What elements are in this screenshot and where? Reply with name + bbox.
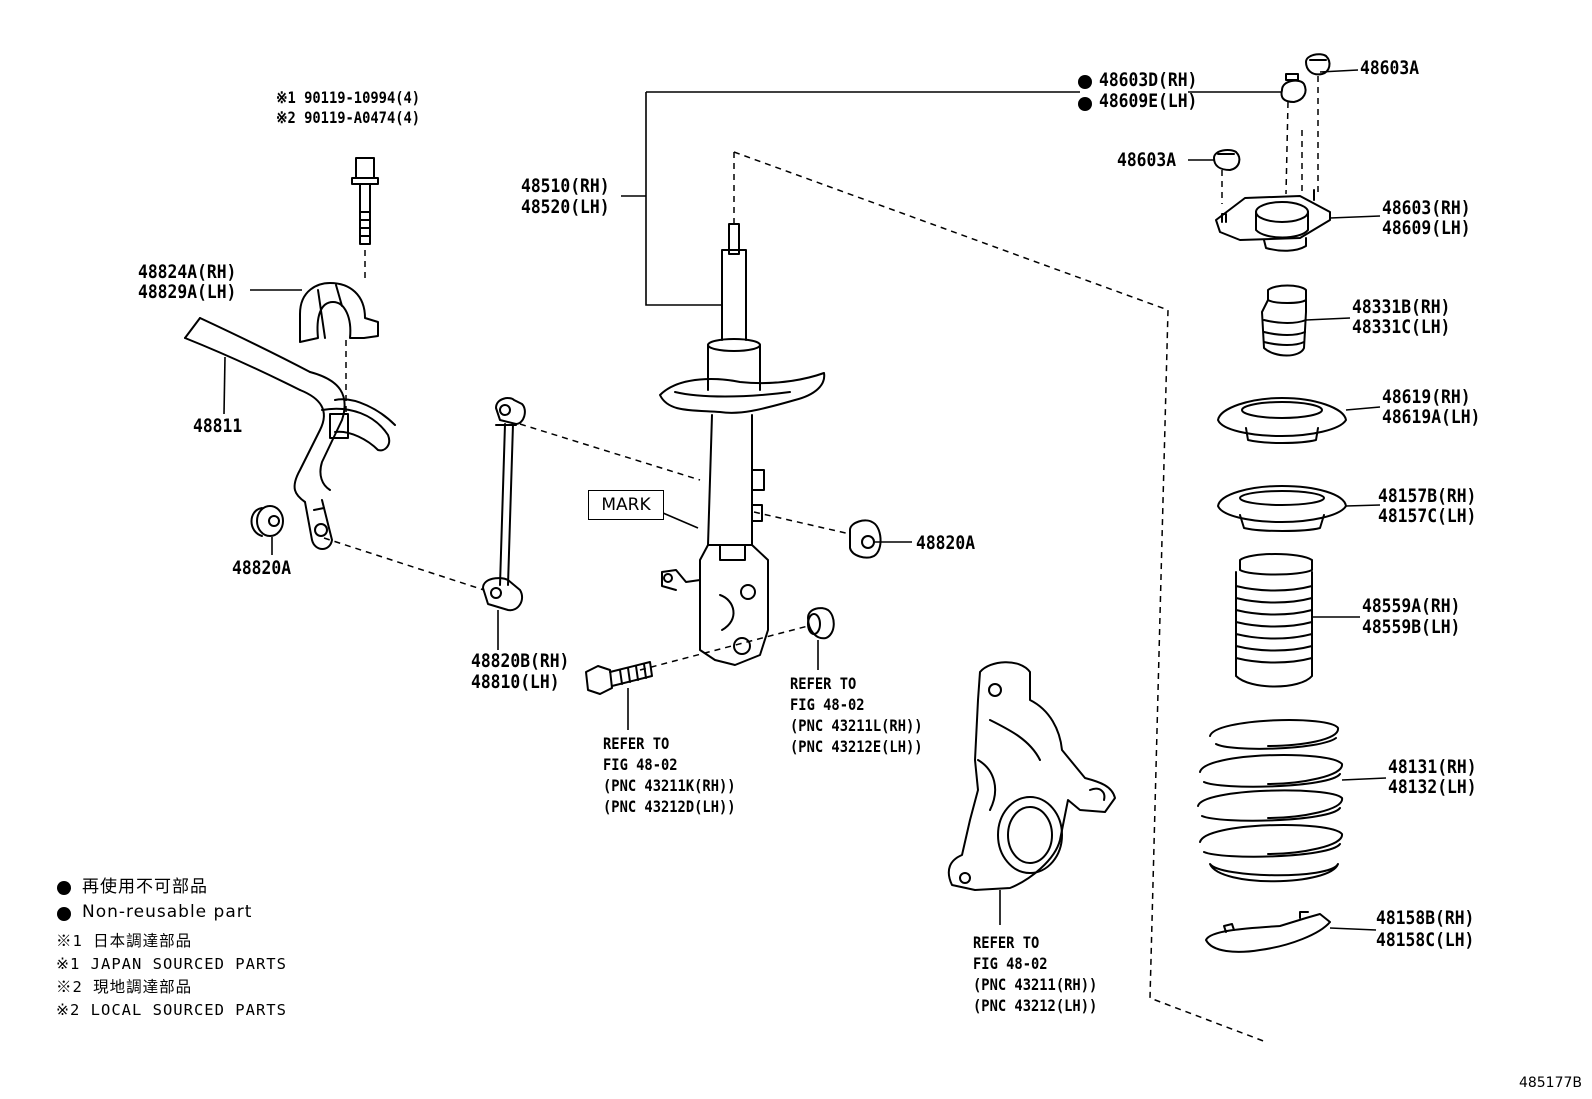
strut-rh-label[interactable]: 48510(RH) (521, 175, 610, 197)
strut-bolt-drawing (585, 661, 653, 695)
steering-knuckle-drawing (947, 661, 1116, 891)
nut-ref-line-1: REFER TO (790, 674, 857, 693)
bump-stopper-drawing (1261, 284, 1307, 357)
legend-note1-en: ※1 JAPAN SOURCED PARTS (56, 955, 287, 973)
nut-ref-line-4: (PNC 43212E(LH)) (790, 737, 923, 756)
nut-48603d-drawing (1280, 73, 1307, 103)
bushing-left-drawing (250, 505, 284, 537)
bumper-lh-label[interactable]: 48331C(LH) (1352, 316, 1451, 338)
link-lh-label[interactable]: 48810(LH) (471, 671, 560, 693)
bracket-lh-label[interactable]: 48829A(LH) (138, 281, 237, 303)
bracket-rh-label[interactable]: 48824A(RH) (138, 261, 237, 283)
legend-non-reusable-jp: 再使用不可部品 (82, 877, 208, 897)
bolt-ref-line-3: (PNC 43211K(RH)) (603, 776, 736, 795)
bushing-right-drawing (849, 519, 882, 559)
nut-48603a-top-drawing (1305, 53, 1331, 76)
mount-lh-label[interactable]: 48609(LH) (1382, 217, 1471, 239)
bolt-drawing (351, 157, 379, 245)
lower-insulator-rh-label[interactable]: 48158B(RH) (1376, 907, 1475, 929)
upper-mount-drawing (1215, 189, 1331, 252)
nut-48603a-left-drawing (1213, 149, 1241, 171)
knuckle-ref-line-2: FIG 48-02 (973, 954, 1048, 973)
bolt-note-2-label: ※2 90119-A0474(4) (276, 108, 421, 127)
bolt-ref-line-4: (PNC 43212D(LH)) (603, 797, 736, 816)
bushing-left-label[interactable]: 48820A (232, 557, 292, 579)
knuckle-ref-line-1: REFER TO (973, 933, 1040, 952)
bolt-ref-line-2: FIG 48-02 (603, 755, 678, 774)
nut-a-left-label[interactable]: 48603A (1117, 149, 1177, 171)
insulator-lh-label[interactable]: 48157C(LH) (1378, 505, 1477, 527)
legend-non-reusable-en: Non-reusable part (82, 902, 253, 922)
nut-ref-line-3: (PNC 43211L(RH)) (790, 716, 923, 735)
dust-boot-drawing (1235, 553, 1313, 688)
stabilizer-link-drawing (482, 397, 526, 612)
legend-note2-jp: ※2 現地調達部品 (56, 978, 193, 996)
seat-upper-rh-label[interactable]: 48619(RH) (1382, 386, 1471, 408)
lower-insulator-drawing (1205, 911, 1331, 953)
lower-insulator-lh-label[interactable]: 48158C(LH) (1376, 929, 1475, 951)
bumper-rh-label[interactable]: 48331B(RH) (1352, 296, 1451, 318)
seat-upper-lh-label[interactable]: 48619A(LH) (1382, 406, 1481, 428)
legend-note1-jp: ※1 日本調達部品 (56, 932, 193, 950)
strut-lh-label[interactable]: 48520(LH) (521, 196, 610, 218)
spring-insulator-drawing (1217, 485, 1347, 532)
mount-rh-label[interactable]: 48603(RH) (1382, 197, 1471, 219)
nut-top-lh-label[interactable]: 48609E(LH) (1099, 90, 1198, 112)
strut-drawing (659, 223, 826, 666)
bushing-right-label[interactable]: 48820A (916, 532, 976, 554)
nut-ref-line-2: FIG 48-02 (790, 695, 865, 714)
coil-spring-drawing (1197, 719, 1343, 883)
link-rh-label[interactable]: 48820B(RH) (471, 650, 570, 672)
strut-nut-drawing (807, 607, 835, 640)
bracket-drawing (299, 282, 379, 343)
legend-note2-en: ※2 LOCAL SOURCED PARTS (56, 1001, 287, 1019)
boot-rh-label[interactable]: 48559A(RH) (1362, 595, 1461, 617)
bolt-ref-line-1: REFER TO (603, 734, 670, 753)
boot-lh-label[interactable]: 48559B(LH) (1362, 616, 1461, 638)
stabilizer-bar-drawing (184, 317, 396, 550)
mark-box: MARK (588, 490, 664, 520)
knuckle-ref-line-3: (PNC 43211(RH)) (973, 975, 1098, 994)
document-id: 485177B (1518, 1075, 1582, 1091)
upper-spring-seat-drawing (1217, 397, 1347, 444)
bolt-note-1-label: ※1 90119-10994(4) (276, 88, 421, 107)
nut-top-rh-label[interactable]: 48603D(RH) (1099, 69, 1198, 91)
spring-lh-label[interactable]: 48132(LH) (1388, 776, 1477, 798)
knuckle-ref-line-4: (PNC 43212(LH)) (973, 996, 1098, 1015)
stabilizer-bar-label[interactable]: 48811 (193, 415, 243, 437)
nut-a-top-label[interactable]: 48603A (1360, 57, 1420, 79)
insulator-rh-label[interactable]: 48157B(RH) (1378, 485, 1477, 507)
spring-rh-label[interactable]: 48131(RH) (1388, 756, 1477, 778)
